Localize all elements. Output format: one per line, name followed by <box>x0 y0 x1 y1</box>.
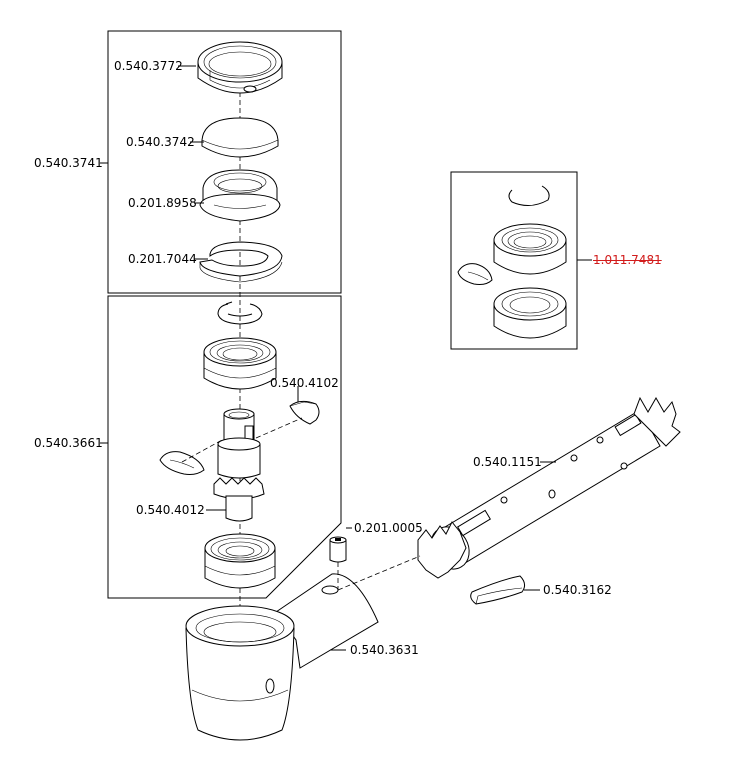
cover-plate-part <box>470 575 526 605</box>
top-cap-part <box>197 41 283 94</box>
kit-bearing-top-part <box>493 223 567 275</box>
pinion-shaft-part <box>213 408 265 522</box>
set-screw-part <box>329 536 347 563</box>
kit-clip-part <box>457 263 493 285</box>
drive-shaft-part <box>417 396 681 579</box>
label-0540-4102: 0.540.4102 <box>270 376 339 390</box>
label-0540-3661: 0.540.3661 <box>34 436 103 450</box>
label-0540-3772: 0.540.3772 <box>114 59 183 73</box>
label-0540-1151: 0.540.1151 <box>473 455 542 469</box>
lower-bearing-part <box>204 533 276 589</box>
housing-part <box>185 573 379 741</box>
label-0540-3631: 0.540.3631 <box>350 643 419 657</box>
retaining-clip-left-part <box>159 451 205 475</box>
label-1011-7481: 1.011.7481 <box>593 253 662 267</box>
upper-bearing-part <box>203 337 277 390</box>
split-ring-part <box>199 241 283 283</box>
dome-part <box>201 117 279 158</box>
label-0540-3741: 0.540.3741 <box>34 156 103 170</box>
label-0201-7044: 0.201.7044 <box>128 252 197 266</box>
kit-bearing-bottom-part <box>493 287 567 339</box>
label-0201-0005: 0.201.0005 <box>354 521 423 535</box>
label-0201-8958: 0.201.8958 <box>128 196 197 210</box>
upper-assembly-frame <box>107 30 342 294</box>
lower-assembly-frame <box>107 295 342 599</box>
kit-circlip-part <box>508 185 550 206</box>
woodruff-key-part <box>289 400 320 425</box>
circlip-part <box>217 303 263 325</box>
label-0540-4012: 0.540.4012 <box>136 503 205 517</box>
label-0540-3162: 0.540.3162 <box>543 583 612 597</box>
spring-ring-part <box>199 169 281 222</box>
label-0540-3742: 0.540.3742 <box>126 135 195 149</box>
